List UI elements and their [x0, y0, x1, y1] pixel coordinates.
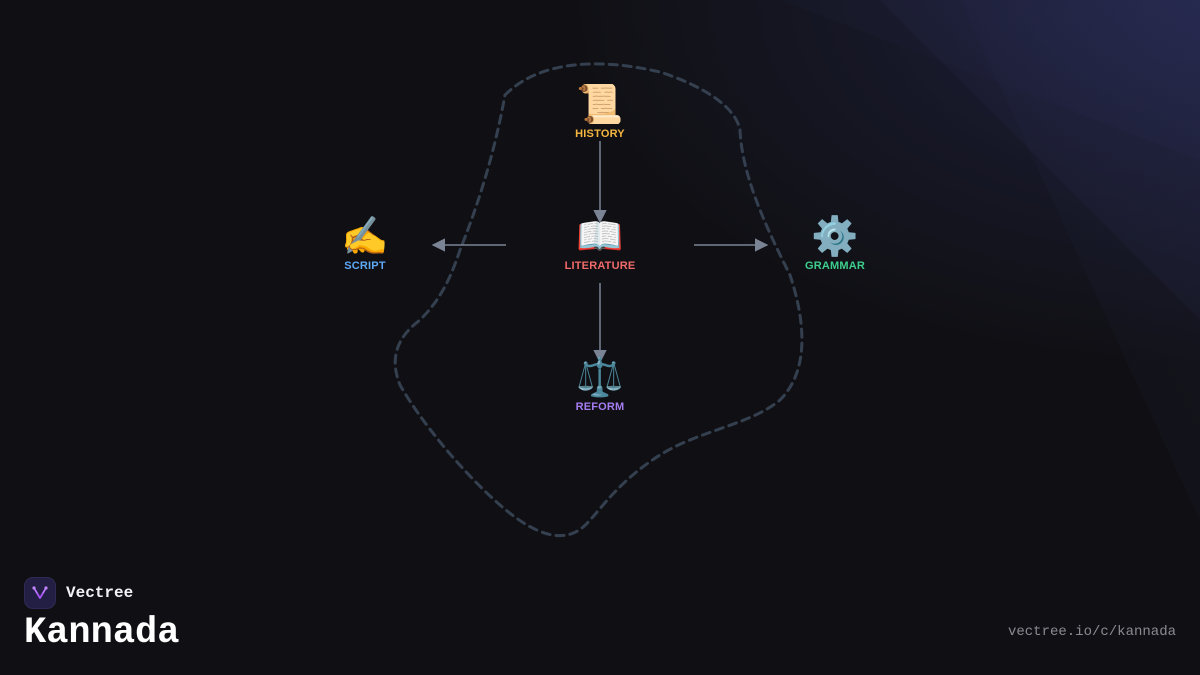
scroll-icon: 📜	[576, 82, 624, 126]
node-literature-label: LITERATURE	[564, 260, 636, 272]
gear-icon: ⚙️	[811, 214, 859, 258]
cluster-boundary	[393, 62, 804, 537]
node-reform-label: REFORM	[575, 401, 625, 413]
node-history-label: HISTORY	[575, 128, 625, 140]
brand-name: Vectree	[66, 584, 134, 602]
page-url[interactable]: vectree.io/c/kannada	[1007, 624, 1176, 640]
node-grammar[interactable]: ⚙️ GRAMMAR	[775, 214, 895, 272]
page-title: Kannada	[24, 612, 180, 654]
node-literature[interactable]: 📖 LITERATURE	[540, 214, 660, 272]
node-script[interactable]: ✍️ SCRIPT	[305, 214, 425, 272]
brand[interactable]: Vectree	[24, 577, 133, 609]
open-book-icon: 📖	[576, 214, 624, 258]
node-grammar-label: GRAMMAR	[804, 260, 866, 272]
node-history[interactable]: 📜 HISTORY	[540, 82, 660, 140]
vectree-logo-icon	[24, 577, 56, 609]
node-reform[interactable]: ⚖️ REFORM	[540, 355, 660, 413]
writing-hand-icon: ✍️	[341, 214, 389, 258]
balance-scale-icon: ⚖️	[576, 355, 624, 399]
node-script-label: SCRIPT	[344, 260, 386, 272]
